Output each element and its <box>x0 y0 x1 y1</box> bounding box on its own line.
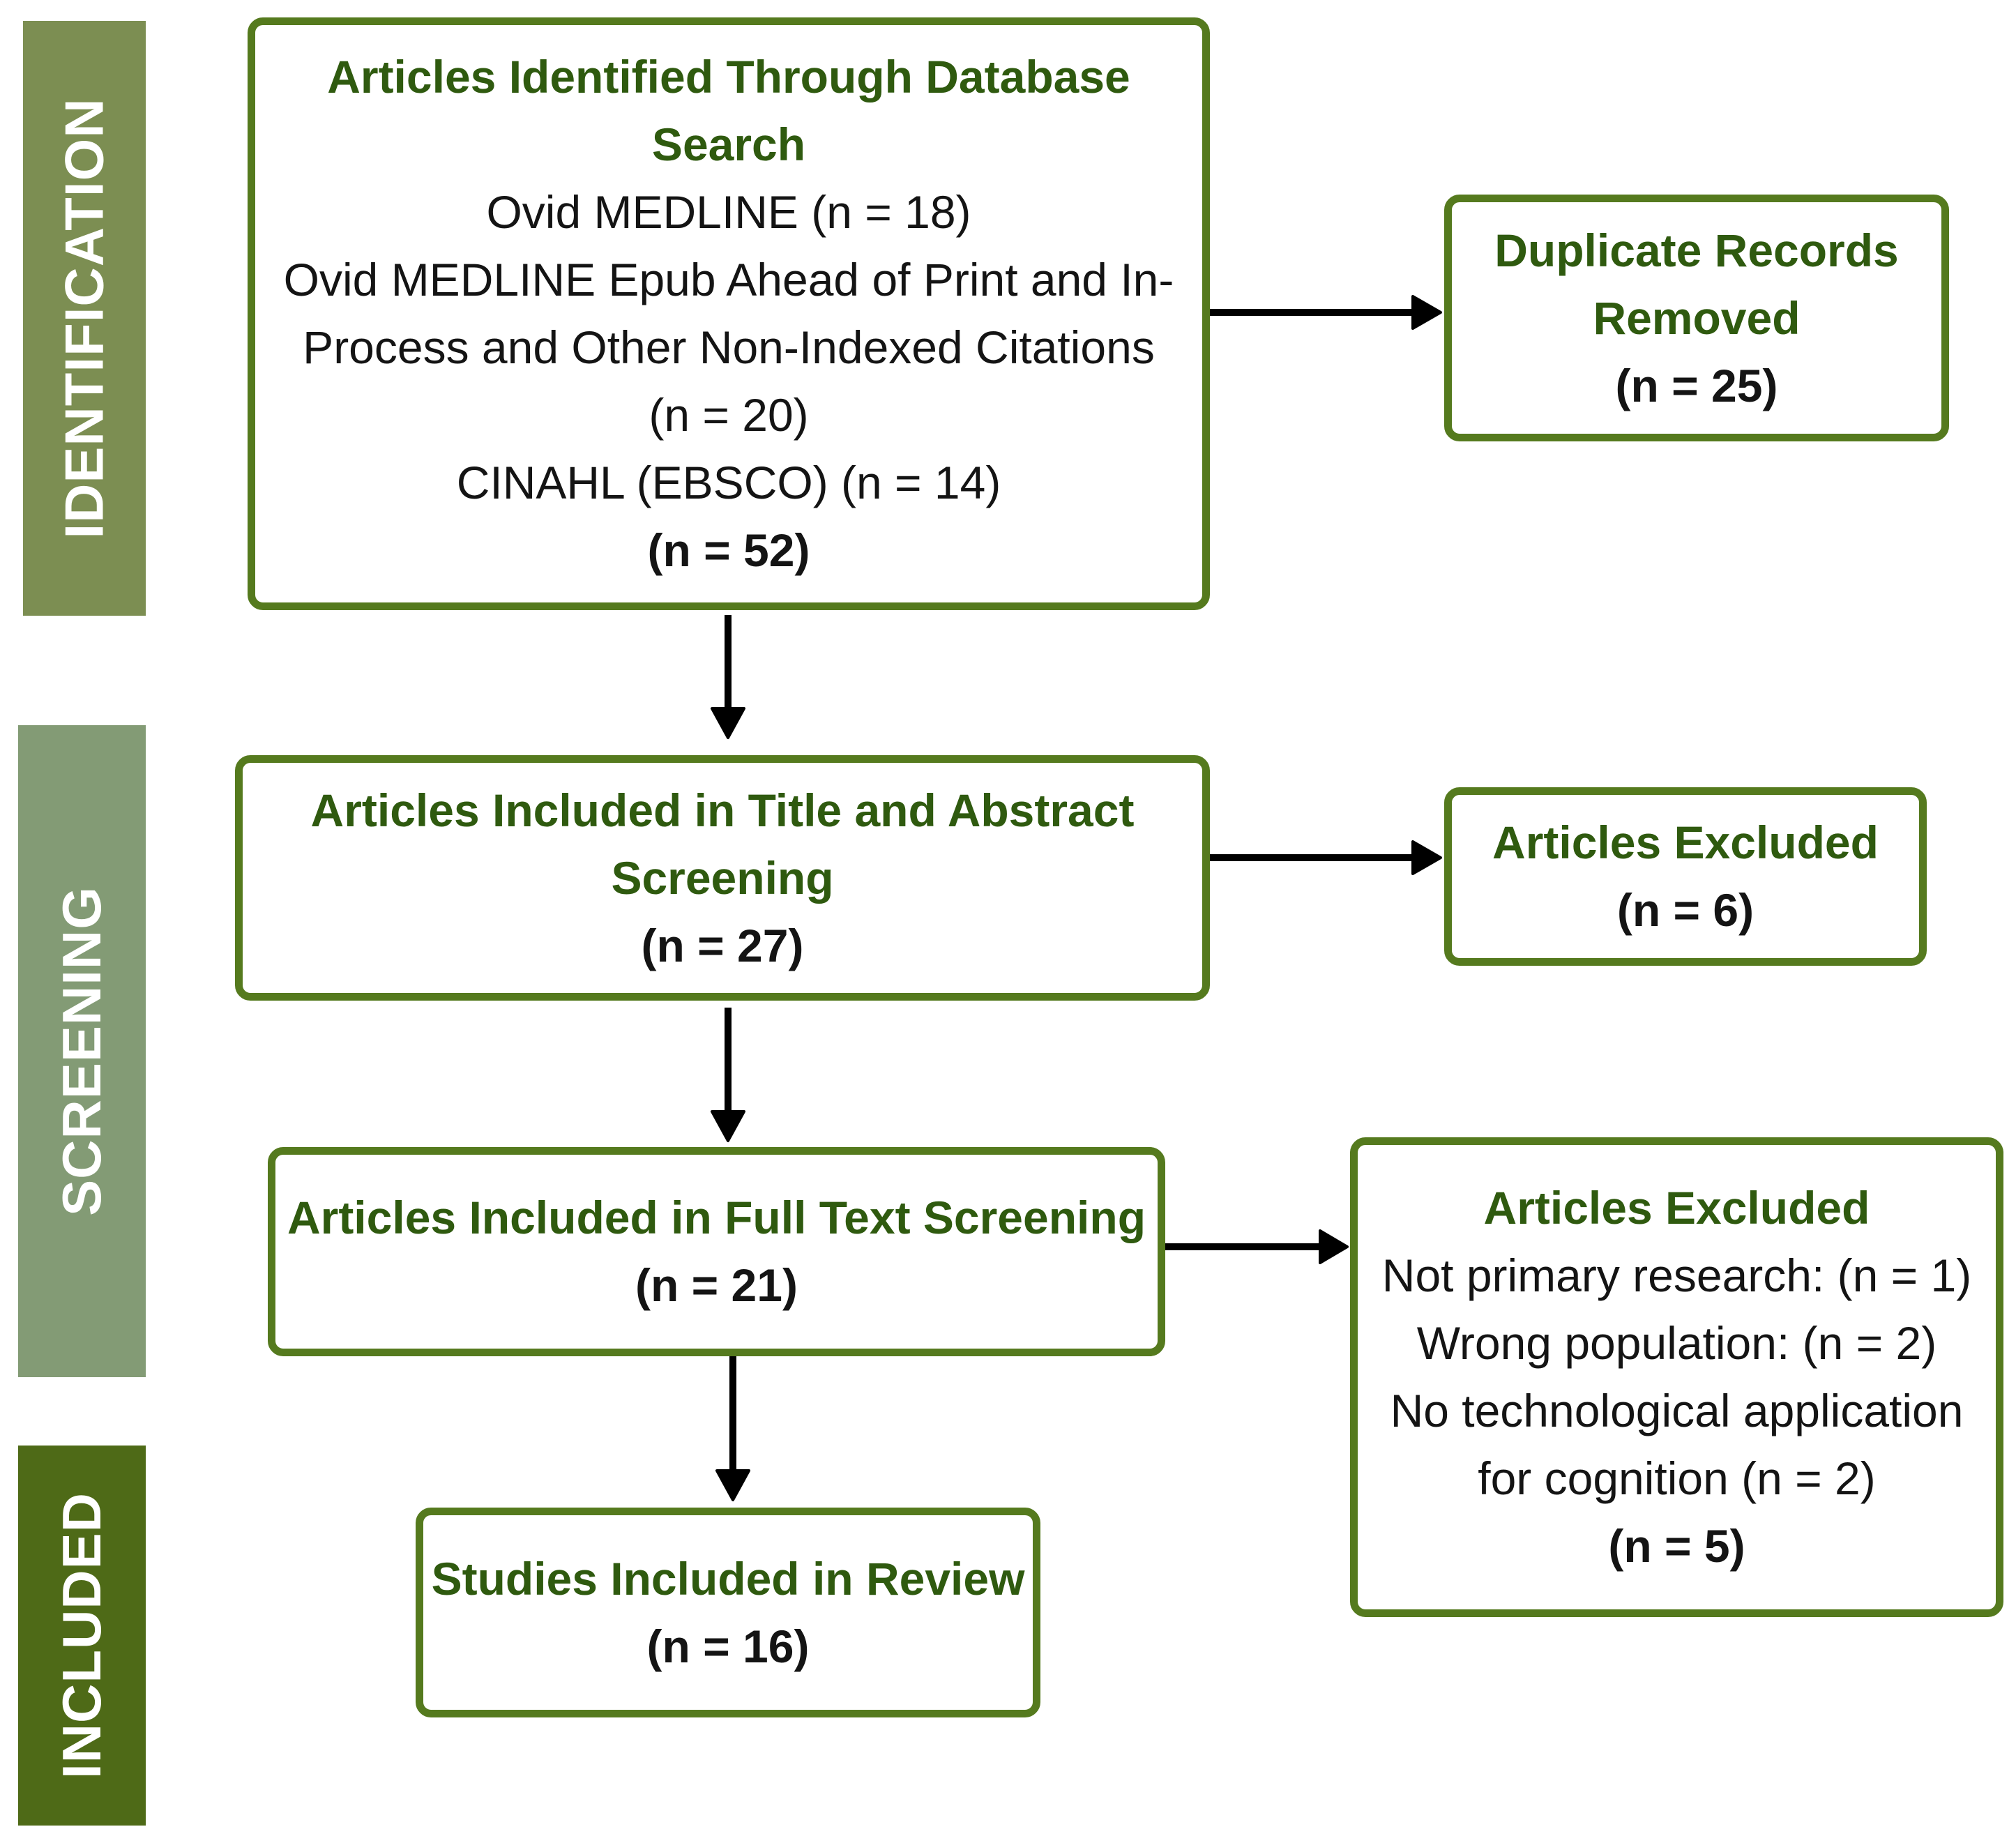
ft-excluded-title: Articles Excluded <box>1483 1182 1870 1234</box>
phase-identification-text: IDENTIFICATION <box>53 98 115 539</box>
box-title-abstract-screening: Articles Included in Title and Abstract … <box>235 755 1210 1001</box>
tiab-title-line2: Screening <box>611 851 834 904</box>
phase-label-identification: IDENTIFICATION <box>23 21 146 616</box>
arrowhead-tiab <box>711 707 745 739</box>
box-full-text-screening: Articles Included in Full Text Screening… <box>268 1147 1165 1356</box>
included-count: (n = 16) <box>646 1620 810 1672</box>
arrowhead-fulltext <box>711 1110 745 1142</box>
ft-excluded-reason-no-tech-line2: for cognition (n = 2) <box>1478 1452 1876 1504</box>
identified-title-line1: Articles Identified Through Database <box>327 51 1130 103</box>
tiab-count: (n = 27) <box>641 919 804 971</box>
phase-screening-text: SCREENING <box>51 886 113 1216</box>
included-title: Studies Included in Review <box>431 1552 1025 1604</box>
identified-source-ovid-medline: Ovid MEDLINE (n = 18) <box>486 186 971 238</box>
fulltext-count: (n = 21) <box>635 1259 798 1311</box>
duplicates-title-line1: Duplicate Records <box>1494 224 1899 276</box>
ft-excluded-reason-not-primary: Not primary research: (n = 1) <box>1381 1250 1972 1301</box>
box-duplicates-removed: Duplicate Records Removed (n = 25) <box>1444 195 1949 441</box>
identified-source-epub-line2: Process and Other Non-Indexed Citations <box>303 321 1155 373</box>
tiab-excluded-title: Articles Excluded <box>1492 817 1879 868</box>
box-studies-included: Studies Included in Review (n = 16) <box>416 1508 1040 1717</box>
arrowhead-ft-excluded <box>1319 1229 1349 1264</box>
tiab-excluded-count: (n = 6) <box>1616 884 1754 936</box>
box-fulltext-excluded: Articles Excluded Not primary research: … <box>1350 1137 2003 1617</box>
identified-source-cinahl: CINAHL (EBSCO) (n = 14) <box>456 457 1001 508</box>
box-tiab-excluded: Articles Excluded (n = 6) <box>1444 787 1927 966</box>
tiab-title-line1: Articles Included in Title and Abstract <box>310 784 1135 836</box>
arrowhead-included <box>715 1469 750 1501</box>
ft-excluded-count: (n = 5) <box>1608 1520 1745 1572</box>
identified-total-count: (n = 52) <box>647 524 810 576</box>
arrowhead-tiab-excluded <box>1411 840 1442 875</box>
identified-title-line2: Search <box>651 119 806 170</box>
identified-source-epub-line3: (n = 20) <box>649 389 809 441</box>
phase-label-included: INCLUDED <box>18 1446 146 1826</box>
ft-excluded-reason-wrong-population: Wrong population: (n = 2) <box>1416 1317 1937 1369</box>
arrowhead-duplicates <box>1411 295 1442 330</box>
duplicates-count: (n = 25) <box>1615 359 1778 411</box>
ft-excluded-reason-no-tech-line1: No technological application <box>1390 1385 1964 1436</box>
identified-source-epub-line1: Ovid MEDLINE Epub Ahead of Print and In- <box>283 254 1174 305</box>
phase-included-text: INCLUDED <box>51 1492 112 1779</box>
duplicates-title-line2: Removed <box>1593 291 1801 344</box>
phase-label-screening: SCREENING <box>18 725 146 1377</box>
fulltext-title: Articles Included in Full Text Screening <box>287 1192 1146 1243</box>
box-identified-records: Articles Identified Through Database Sea… <box>248 17 1210 610</box>
